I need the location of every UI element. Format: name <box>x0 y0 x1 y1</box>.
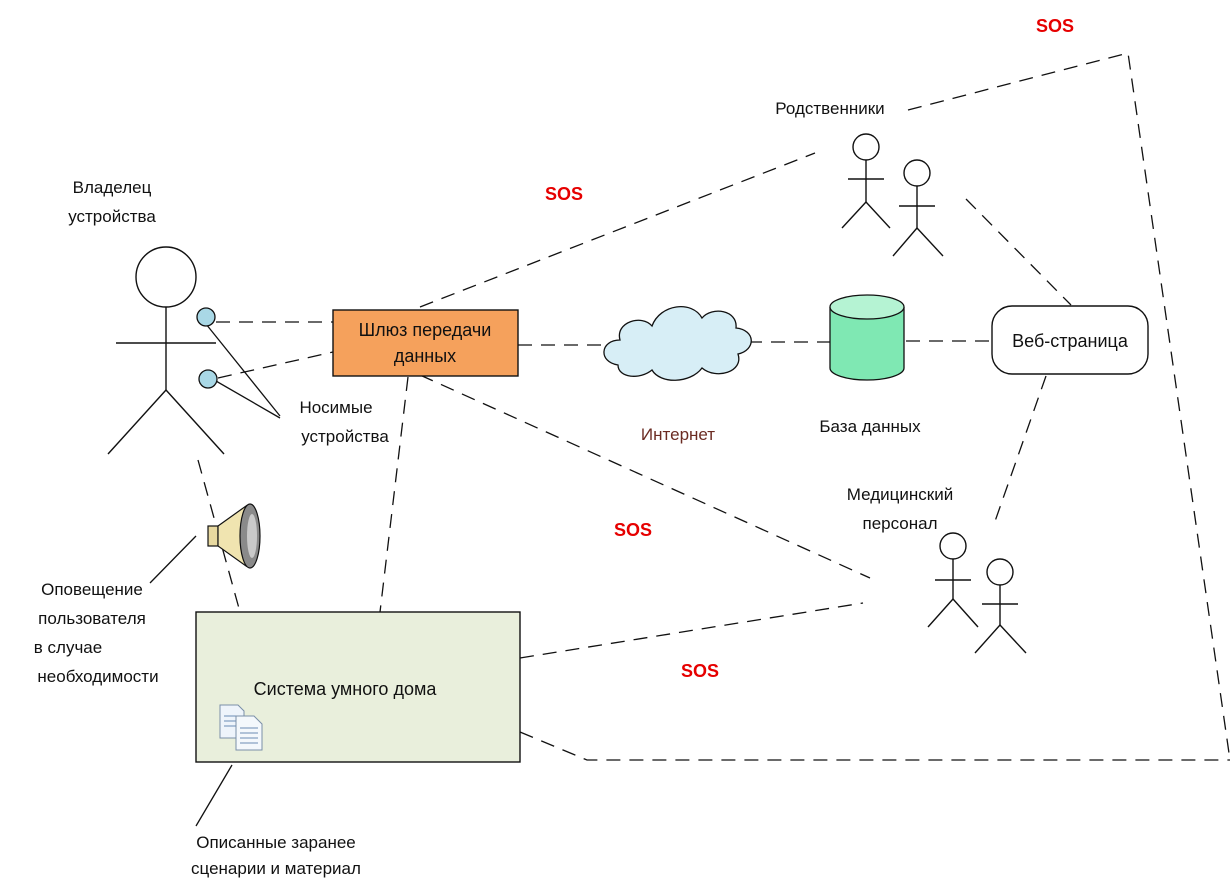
smart-home-label: Система умного дома <box>254 679 438 699</box>
link-relatives-webpage <box>965 198 1072 306</box>
link-smarthome-medical <box>519 602 864 659</box>
link-gateway-medical <box>419 374 871 579</box>
stick-figure-icon <box>892 159 944 257</box>
sos-label-relatives: SOS <box>545 184 583 204</box>
database-cylinder-icon <box>829 294 905 381</box>
wearable-sensor-icon <box>198 369 218 389</box>
owner-label-line1: Владелец <box>73 178 152 197</box>
database-label: База данных <box>819 417 921 436</box>
link-gateway-smarthome <box>379 376 409 613</box>
wearable-sensor-icon <box>196 307 216 327</box>
sos-label-top: SOS <box>1036 16 1074 36</box>
notify-label-line1: Оповещение <box>41 580 143 599</box>
medical-label-line1: Медицинский <box>847 485 953 504</box>
speaker-icon <box>207 503 261 569</box>
stick-figure-icon <box>927 532 979 628</box>
scenarios-label-line1: Описанные заранее <box>196 833 356 852</box>
stick-figure-icon <box>841 133 891 229</box>
gateway-label-line2: данных <box>394 346 456 366</box>
stick-figure-icon <box>974 558 1027 654</box>
device-owner-actor <box>107 246 225 455</box>
callout-speaker <box>149 535 197 584</box>
sos-label-medical: SOS <box>614 520 652 540</box>
webpage-label: Веб-страница <box>1012 331 1129 351</box>
gateway-label-line1: Шлюз передачи <box>359 320 492 340</box>
callouts <box>149 323 281 827</box>
link-relatives-sos-loop <box>907 52 1230 761</box>
link-wearable2-gateway <box>217 351 334 379</box>
callout-wearable2 <box>215 380 281 419</box>
notify-label-line3: в случае <box>34 638 102 657</box>
documents-icon <box>219 704 263 751</box>
callout-wearable1 <box>205 323 281 417</box>
link-gateway-relatives <box>419 152 816 308</box>
owner-label-line2: устройства <box>68 207 156 226</box>
sos-label-smarthome: SOS <box>681 661 719 681</box>
cloud-icon <box>603 306 752 381</box>
notify-label-line2: пользователя <box>38 609 146 628</box>
link-webpage-medical <box>992 375 1047 528</box>
connections <box>197 52 1230 761</box>
notify-label-line4: необходимости <box>37 667 158 686</box>
wearables-label-line2: устройства <box>301 427 389 446</box>
gateway-box <box>332 309 519 377</box>
scenarios-label-line2: сценарии и материал <box>191 859 361 878</box>
link-smarthome-sos-loop <box>519 731 1230 761</box>
relatives-label: Родственники <box>775 99 884 118</box>
wearables-label-line1: Носимые <box>299 398 372 417</box>
webpage-box <box>991 305 1149 375</box>
callout-documents <box>195 764 233 827</box>
medical-label-line2: персонал <box>862 514 937 533</box>
internet-label: Интернет <box>641 425 715 444</box>
